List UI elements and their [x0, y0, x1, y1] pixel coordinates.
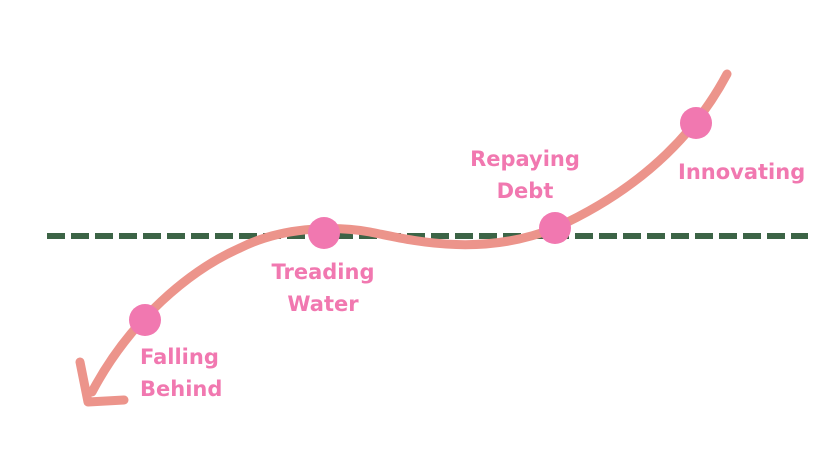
label-repaying-debt: Repaying Debt [460, 143, 590, 207]
arrowhead-icon [75, 357, 129, 407]
dot-innovating [680, 107, 712, 139]
label-repaying-debt-line1: Repaying [470, 147, 580, 171]
label-treading-water: Treading Water [258, 256, 388, 320]
label-falling-behind-line1: Falling [140, 345, 219, 369]
progress-curve [87, 69, 732, 397]
dot-falling-behind [129, 304, 161, 336]
label-repaying-debt-line2: Debt [496, 179, 554, 203]
label-treading-water-line1: Treading [271, 260, 375, 284]
label-falling-behind-line2: Behind [140, 377, 223, 401]
dot-repaying-debt [539, 212, 571, 244]
label-innovating-line1: Innovating [678, 160, 806, 184]
label-treading-water-line2: Water [287, 292, 359, 316]
dot-treading-water [308, 217, 340, 249]
label-innovating: Innovating [678, 156, 828, 188]
label-falling-behind: Falling Behind [140, 341, 250, 405]
